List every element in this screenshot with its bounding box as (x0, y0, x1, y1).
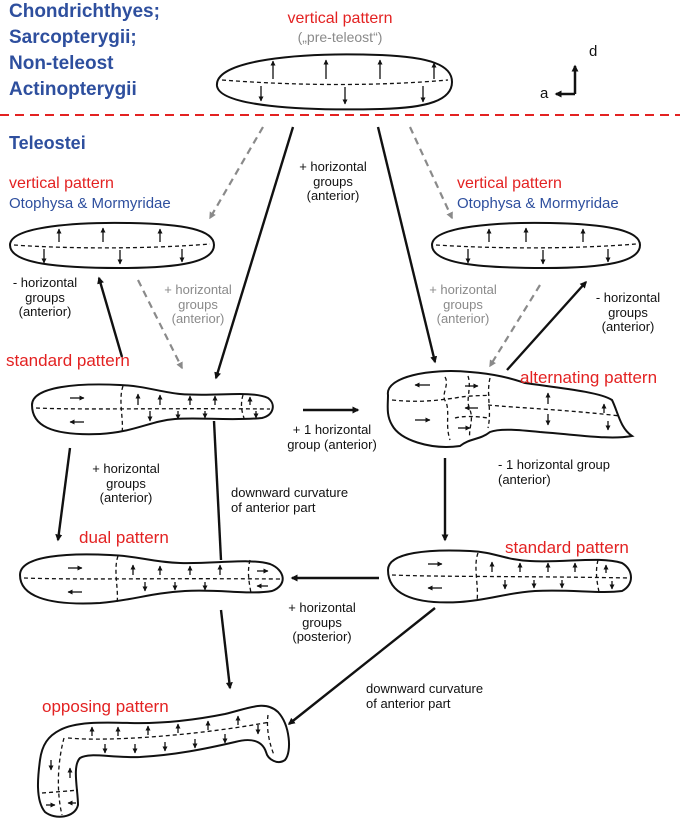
fish-dual (18, 553, 284, 605)
fish-alternating (386, 370, 635, 448)
fish-opposing (37, 704, 291, 818)
label-plus-horizontal-posterior: + horizontal groups (posterior) (288, 600, 356, 645)
label-plus-horizontal-dual: + horizontal groups (anterior) (92, 461, 160, 506)
fish-top-vertical (215, 53, 454, 111)
arrow-alternating-to-right-vertical (506, 280, 587, 371)
fish-standard-right (386, 549, 632, 604)
fish-left-vertical (8, 221, 216, 270)
right-vertical-taxa: Otophysa & Mormyridae (457, 195, 619, 212)
gray-dashed-arrows (137, 126, 541, 370)
taxa-line-1: Chondrichthyes; (9, 1, 160, 22)
pattern-label-standard-right: standard pattern (505, 538, 629, 557)
arrow-top-to-standard-left (214, 126, 295, 380)
label-plus-horizontal-anterior-center: + horizontal groups (anterior) (299, 159, 367, 204)
left-vertical-title: vertical pattern (9, 175, 114, 192)
top-pattern-subtitle: („pre-teleost“) (297, 29, 383, 45)
transition-arrows (55, 126, 587, 725)
taxa-line-3: Non-teleost (9, 53, 114, 74)
label-minus-one-horizontal: - 1 horizontal group (anterior) (498, 457, 611, 487)
pattern-label-opposing: opposing pattern (42, 697, 169, 716)
label-downward-curvature-right: downward curvature of anterior part (366, 681, 484, 711)
axis-dorsal-label: d (589, 43, 598, 60)
label-gray-plus-horizontal-right: + horizontal groups (anterior) (429, 282, 497, 327)
arrow-standard-down (212, 420, 223, 561)
arrow-dual-to-opposing (219, 609, 233, 690)
taxa-line-4: Actinopterygii (9, 79, 137, 100)
top-pattern-title: vertical pattern (287, 10, 393, 27)
pattern-label-dual: dual pattern (79, 528, 169, 547)
label-minus-horizontal-left: - horizontal groups (anterior) (12, 275, 78, 320)
pattern-label-alternating: alternating pattern (520, 368, 658, 387)
fish-standard-left (30, 383, 274, 436)
fish-right-vertical (430, 221, 642, 270)
left-vertical-taxa: Otophysa & Mormyridae (9, 195, 171, 212)
axis-anterior-label: a (540, 85, 549, 102)
arrow-top-to-alternating (376, 126, 438, 364)
label-minus-horizontal-right: - horizontal groups (anterior) (595, 290, 661, 335)
orientation-axes (554, 64, 579, 98)
arrow-standard-right-to-opposing (287, 607, 436, 725)
label-downward-curvature-left: downward curvature of anterior part (231, 485, 349, 515)
taxa-line-2: Sarcopterygii; (9, 27, 137, 48)
right-vertical-title: vertical pattern (457, 175, 562, 192)
arrow-standard-to-dual (55, 447, 72, 542)
teleostei-label: Teleostei (9, 133, 86, 153)
arrow-standard-to-left-vertical (97, 276, 124, 358)
label-plus-one-horizontal: + 1 horizontal group (anterior) (287, 422, 377, 452)
label-gray-plus-horizontal-left: + horizontal groups (anterior) (164, 282, 232, 327)
pattern-label-standard-left: standard pattern (6, 351, 130, 370)
